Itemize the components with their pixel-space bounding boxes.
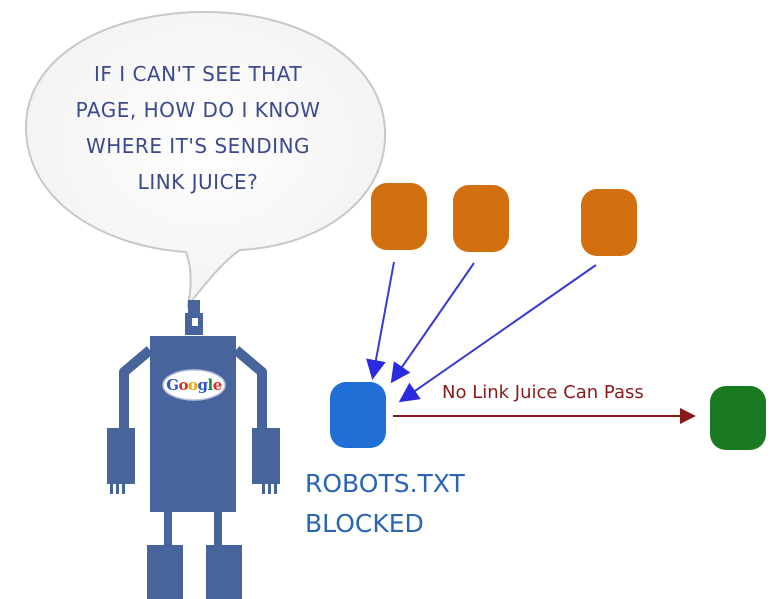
robot-right-foot: [206, 545, 242, 599]
blocked-label-line: BLOCKED: [305, 509, 424, 538]
bubble-line: PAGE, HOW DO I KNOW: [75, 98, 321, 122]
robots-txt-blocked-label: ROBOTS.TXT BLOCKED: [305, 464, 465, 544]
link-arrow-1: [366, 261, 395, 380]
speech-bubble-text: IF I CAN'T SEE THAT PAGE, HOW DO I KNOW …: [48, 56, 348, 200]
no-juice-label: No Link Juice Can Pass: [442, 382, 644, 403]
link-arrow-2: [390, 262, 475, 384]
robot-antenna: [188, 300, 200, 314]
linking-page-2: [453, 185, 509, 252]
bubble-line: WHERE IT'S SENDING: [85, 134, 311, 158]
bubble-line: LINK JUICE?: [137, 170, 259, 194]
target-page: [710, 386, 766, 450]
google-logo: Google: [166, 376, 222, 394]
linking-page-3: [581, 189, 637, 256]
blocked-page: [330, 382, 386, 448]
robot-left-foot: [147, 545, 183, 599]
linking-page-1: [371, 183, 427, 250]
blocked-label-line: ROBOTS.TXT: [305, 469, 465, 498]
link-arrow-3: [398, 264, 597, 403]
bubble-line: IF I CAN'T SEE THAT: [93, 62, 303, 86]
googlebot-robot: [107, 300, 280, 599]
robot-body: [150, 336, 236, 512]
